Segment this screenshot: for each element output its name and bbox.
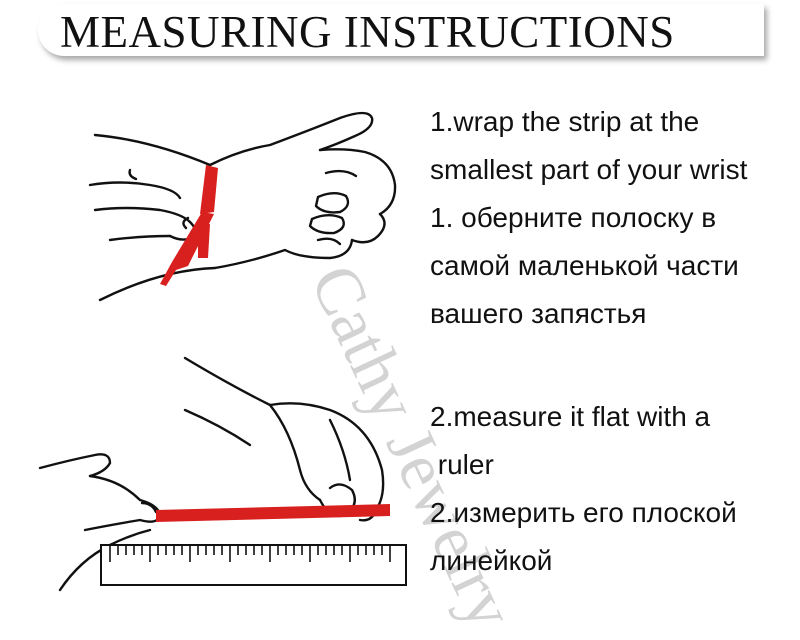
flat-strip xyxy=(156,504,390,522)
step2-en-line1: 2.measure it flat with a xyxy=(430,401,711,432)
ruler xyxy=(100,544,407,586)
step2-en-line2: ruler xyxy=(430,449,494,480)
measuring-strip xyxy=(160,165,218,286)
step2-ru-line2: линейкой xyxy=(430,545,553,576)
wrist-wrap-illustration xyxy=(88,111,397,302)
page-title: MEASURING INSTRUCTIONS xyxy=(60,7,675,57)
ruler-measure-illustration xyxy=(38,356,407,592)
title-banner xyxy=(38,4,764,56)
step1-ru-line2: самой маленькой части xyxy=(430,250,739,281)
step1-en-line1: 1.wrap the strip at the xyxy=(430,106,700,137)
step2-ru-line1: 2.измерить его плоской xyxy=(430,497,737,528)
step1-ru-line3: вашего запястья xyxy=(430,298,647,329)
step1-ru-line1: 1. оберните полоску в xyxy=(430,202,717,233)
step1-en-line2: smallest part of your wrist xyxy=(430,154,748,185)
